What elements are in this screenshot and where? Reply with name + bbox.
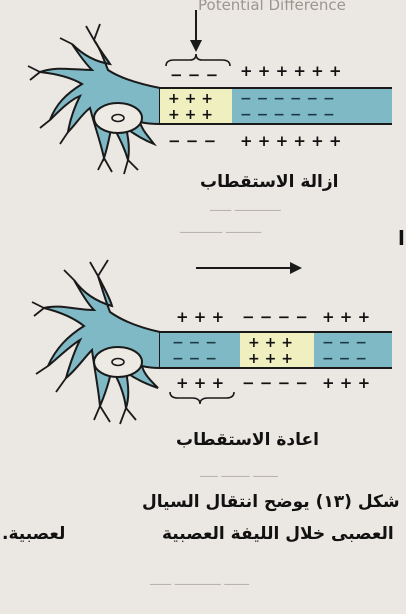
bottom-outer-minus: − − − − <box>242 308 308 326</box>
repolarization-label: اعادة الاستقطاب <box>176 430 319 450</box>
top-outer-plus: + + + + + + <box>240 62 342 80</box>
nucleus <box>94 347 142 377</box>
top-brace <box>166 54 230 66</box>
bottom-inner-minus-2a: − − − <box>322 335 367 351</box>
bottom-inner-plus-b: + + + <box>248 351 293 367</box>
figure-caption-line-1: شكل (١٣) يوضح انتقال السيال <box>142 492 400 512</box>
direction-arrow <box>196 262 302 274</box>
stimulus-arrow <box>190 10 202 52</box>
top-bottom-plus: + + + + + + <box>240 132 342 150</box>
bottom-brace <box>170 392 234 404</box>
depolarization-diagram: − − − + + + + + + + + + + + + − − − − − … <box>0 0 406 240</box>
nucleus <box>94 103 142 133</box>
caption-left-fragment: لعصبية. <box>2 524 65 544</box>
bottom-inner-minus-1b: − − − <box>172 351 217 367</box>
bottom-outer-plus-1: + + + <box>176 308 224 326</box>
cell-body <box>40 40 160 160</box>
figure-caption-line-2: العصبى خلال الليفة العصبية <box>162 524 394 544</box>
bottom-inner-plus-a: + + + <box>248 335 293 351</box>
bottom-inner-minus-1a: − − − <box>172 335 217 351</box>
bleed-text-1: ـــــــــــــ ــــــ <box>210 200 281 214</box>
top-inner-plus-2: + + + <box>168 107 213 123</box>
bleed-text-2: ــــــــــ ــــــــــــ <box>180 222 261 236</box>
bottom-lower-plus-2: + + + <box>322 374 370 392</box>
bleed-text-4: ـــــــ ـــــــــــــ ــــــ <box>150 574 249 588</box>
bottom-outer-plus-2: + + + <box>322 308 370 326</box>
top-outer-minus: − − − <box>170 66 218 84</box>
depolarization-label: ازالة الاستقطاب <box>200 172 338 192</box>
bottom-lower-minus: − − − − <box>242 374 308 392</box>
cell-body <box>44 276 160 408</box>
top-bottom-minus: − − − <box>168 132 216 150</box>
top-inner-minus-1: − − − − − − <box>240 91 335 107</box>
bleed-text-3: ـــــــ ــــــــ ـــــ <box>200 466 278 480</box>
top-inner-plus-1: + + + <box>168 91 213 107</box>
bottom-inner-minus-2b: − − − <box>322 351 367 367</box>
bottom-lower-plus-1: + + + <box>176 374 224 392</box>
top-inner-minus-2: − − − − − − <box>240 107 335 123</box>
